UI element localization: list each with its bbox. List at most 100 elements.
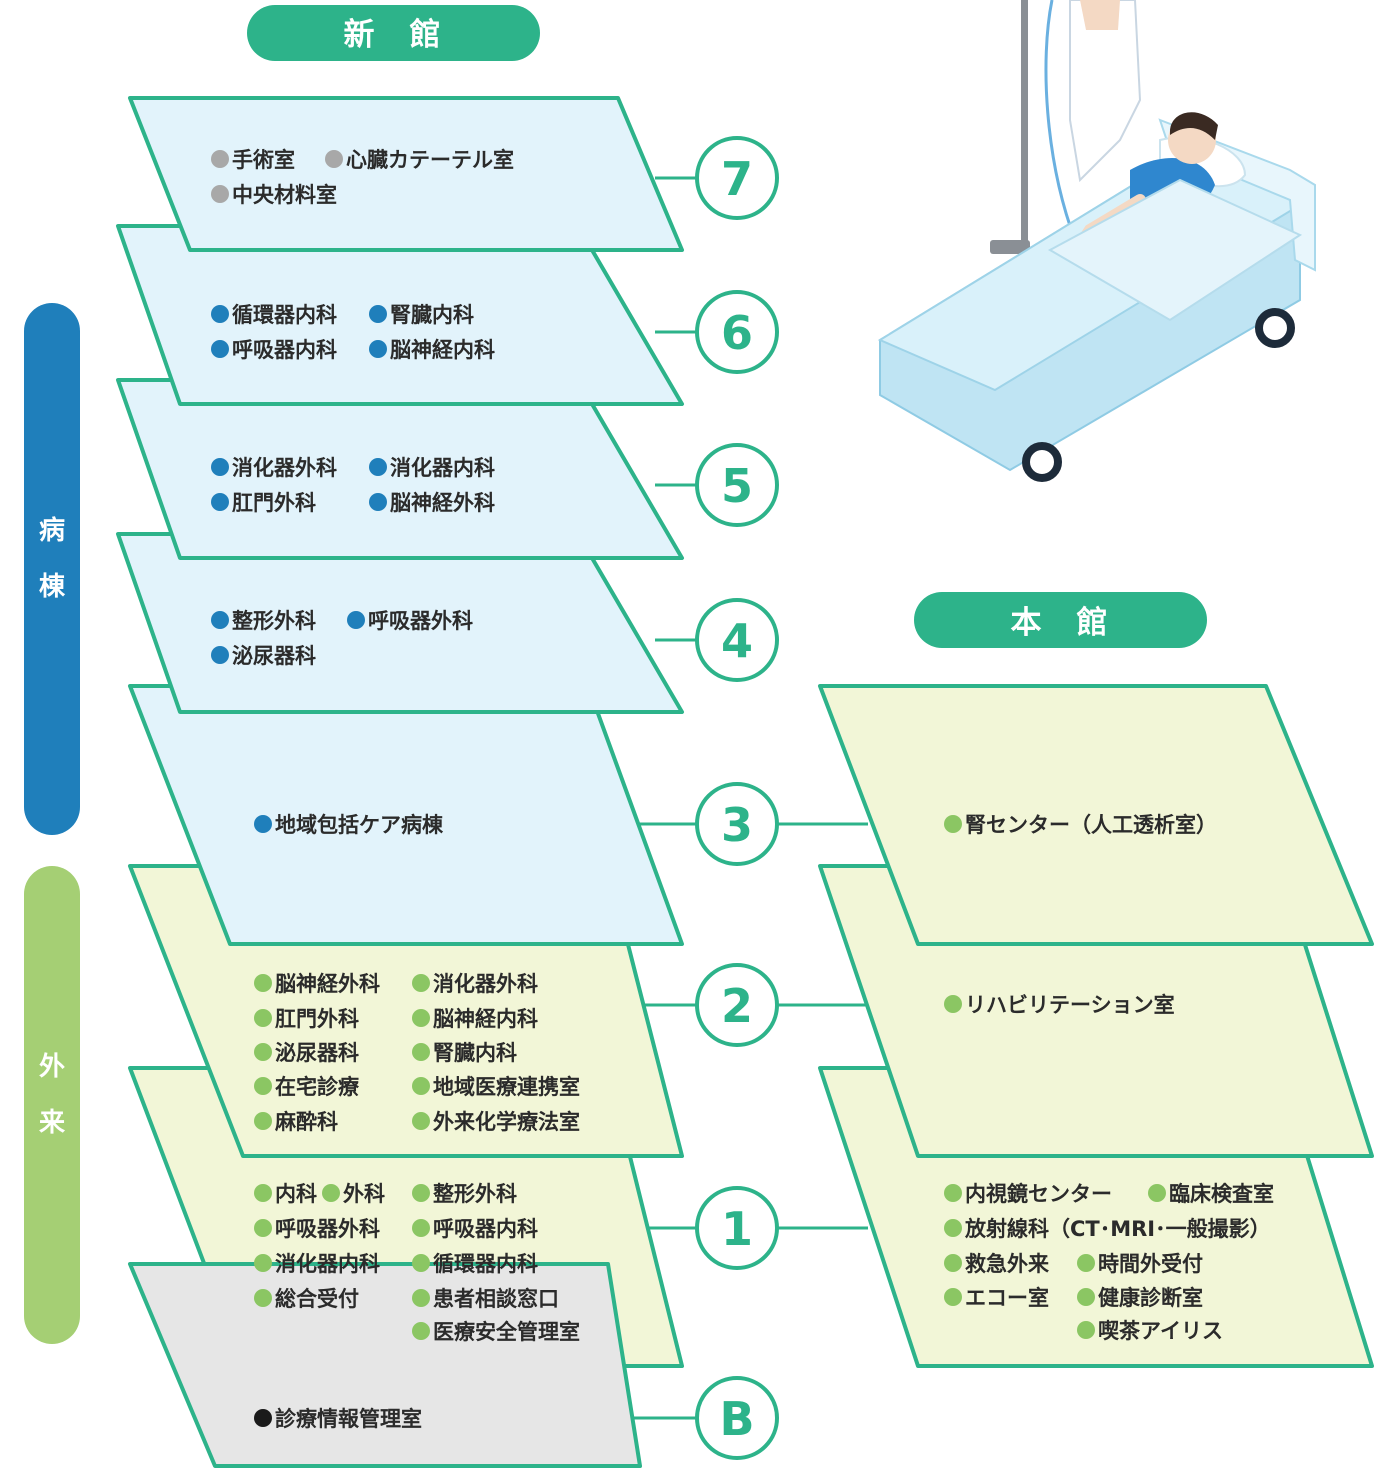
room-label: 中央材料室 [232, 183, 337, 207]
room-dot [944, 995, 962, 1013]
room-label: 消化器外科 [232, 456, 337, 480]
room-dot [412, 1112, 430, 1130]
outpatient-label-1: 外 [39, 1052, 65, 1082]
room-dot [254, 974, 272, 992]
room-dot [369, 340, 387, 358]
room-dot [369, 458, 387, 476]
floor-number-3[interactable]: 3 [695, 782, 779, 866]
ward-bar-shape [24, 303, 80, 835]
room-label: 放射線科（CT･MRI･一般撮影） [964, 1217, 1271, 1241]
outpatient-label-2: 来 [39, 1108, 66, 1138]
main-building-pill: 本 館 [914, 592, 1207, 648]
room-label: 内視鏡センター [965, 1182, 1112, 1206]
room-dot [1148, 1184, 1166, 1202]
outpatient-bar-shape [24, 866, 80, 1344]
room-dot [1077, 1254, 1095, 1272]
room-label: 消化器内科 [275, 1252, 380, 1276]
room-dot [369, 493, 387, 511]
room-dot [944, 1288, 962, 1306]
room-label: 時間外受付 [1098, 1252, 1203, 1276]
room-label: 循環器内科 [232, 303, 337, 327]
room-label: 肛門外科 [275, 1007, 359, 1031]
floor-number-2[interactable]: 2 [695, 963, 779, 1047]
room-dot [211, 646, 229, 664]
room-label: 消化器内科 [390, 456, 495, 480]
room-dot [211, 458, 229, 476]
room-label: 循環器内科 [433, 1252, 538, 1276]
room-label: 呼吸器外科 [368, 609, 473, 633]
new-building-title: 新 館 [344, 17, 443, 53]
floor-number-5[interactable]: 5 [695, 443, 779, 527]
room-label: 脳神経内科 [390, 338, 495, 362]
room-label: 地域包括ケア病棟 [275, 813, 444, 837]
floor-number-3-label: 3 [721, 798, 753, 852]
room-label: 外来化学療法室 [433, 1110, 580, 1134]
room-label: 腎臓内科 [433, 1041, 517, 1065]
room-label: 健康診断室 [1098, 1286, 1203, 1310]
room-dot [211, 493, 229, 511]
main-floor-3-panel [818, 684, 1374, 946]
outpatient-side-bar: 外 来 [24, 866, 80, 1344]
room-dot [254, 1077, 272, 1095]
room-dot [254, 1289, 272, 1307]
new-building-pill: 新 館 [247, 5, 540, 61]
room-label: 腎センター（人工透析室） [965, 813, 1217, 837]
room-dot [254, 815, 272, 833]
room-dot [211, 305, 229, 323]
floor-number-1[interactable]: 1 [695, 1186, 779, 1270]
room-dot [412, 1254, 430, 1272]
room-dot [254, 1409, 272, 1427]
room-dot [211, 611, 229, 629]
room-dot [369, 305, 387, 323]
room-dot [254, 1009, 272, 1027]
floor-number-6[interactable]: 6 [695, 290, 779, 374]
room-label: 腎臓内科 [390, 303, 474, 327]
room-label: 外科 [343, 1182, 385, 1206]
floor-number-1-label: 1 [721, 1202, 753, 1256]
room-dot [211, 150, 229, 168]
room-label: 地域医療連携室 [433, 1075, 580, 1099]
floor-number-b-label: B [719, 1392, 754, 1446]
room-dot [412, 1077, 430, 1095]
room-label: 喫茶アイリス [1098, 1319, 1223, 1343]
ward-label-1: 病 [39, 516, 65, 546]
room-dot [347, 611, 365, 629]
room-label: 整形外科 [232, 609, 316, 633]
room-label: 手術室 [232, 148, 295, 172]
room-dot [412, 1219, 430, 1237]
floor-number-5-label: 5 [721, 459, 753, 513]
ward-label-2: 棟 [39, 572, 66, 602]
room-label: 泌尿器科 [232, 644, 316, 668]
floor-number-4[interactable]: 4 [695, 598, 779, 682]
room-dot [412, 974, 430, 992]
room-label: 呼吸器内科 [433, 1217, 538, 1241]
floor-number-b[interactable]: B [695, 1376, 779, 1460]
room-label: 肛門外科 [232, 491, 316, 515]
room-label: 内科 [275, 1182, 317, 1206]
room-label: 診療情報管理室 [275, 1407, 422, 1431]
room-dot [1077, 1321, 1095, 1339]
room-dot [944, 1184, 962, 1202]
room-label: 心臓カテーテル室 [346, 148, 514, 172]
room-dot [254, 1219, 272, 1237]
room-label: 救急外来 [965, 1252, 1050, 1276]
room-label: 医療安全管理室 [433, 1320, 580, 1344]
floor-number-7[interactable]: 7 [695, 136, 779, 220]
room-label: 整形外科 [433, 1182, 517, 1206]
floor-number-4-label: 4 [721, 614, 753, 668]
room-dot [944, 815, 962, 833]
room-label: リハビリテーション室 [965, 993, 1175, 1017]
room-dot [211, 185, 229, 203]
room-label: 麻酔科 [274, 1110, 338, 1134]
room-label: 泌尿器科 [275, 1041, 359, 1065]
room-label: エコー室 [965, 1286, 1049, 1310]
main-building-title: 本 館 [1011, 605, 1110, 641]
room-label: 呼吸器内科 [232, 338, 337, 362]
room-label: 脳神経外科 [275, 972, 380, 996]
room-dot [322, 1184, 340, 1202]
room-dot [412, 1009, 430, 1027]
room-dot [211, 340, 229, 358]
room-dot [412, 1043, 430, 1061]
floor-number-6-label: 6 [721, 306, 753, 360]
